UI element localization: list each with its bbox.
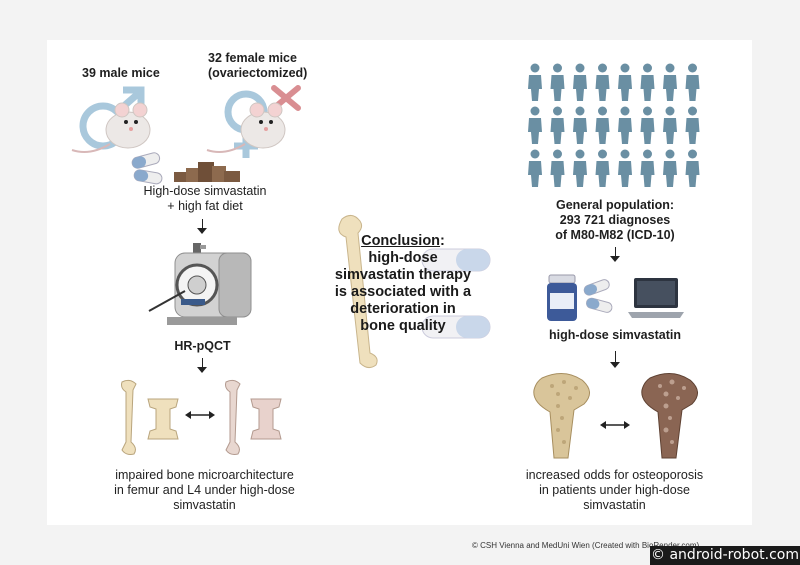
arrow-head bbox=[197, 367, 207, 373]
mice-result-label: impaired bone microarchitecture in femur… bbox=[114, 468, 295, 512]
treatment-label: High-dose simvastatin + high fat diet bbox=[143, 184, 267, 213]
person-icon bbox=[640, 149, 655, 187]
conclusion-colon: : bbox=[440, 233, 445, 249]
person-icon bbox=[528, 149, 542, 187]
person-icon bbox=[618, 106, 632, 144]
person-icon bbox=[528, 106, 542, 144]
vertebra-icon bbox=[147, 398, 179, 440]
person-icon bbox=[573, 149, 587, 187]
drug-label: high-dose simvastatin bbox=[549, 328, 681, 342]
femur-icon bbox=[121, 379, 137, 455]
arrow-down bbox=[615, 247, 616, 259]
conclusion-line: high-dose bbox=[368, 250, 438, 266]
conclusion-line: bone quality bbox=[360, 318, 446, 334]
person-icon bbox=[550, 63, 565, 101]
person-icon bbox=[663, 149, 677, 187]
female-mice-label: 32 female mice (ovariectomized) bbox=[208, 51, 308, 80]
mouse-icon bbox=[206, 102, 286, 153]
person-icon bbox=[640, 106, 655, 144]
double-arrow-icon bbox=[185, 411, 215, 419]
person-icon bbox=[573, 106, 587, 144]
conclusion-heading: Conclusion bbox=[361, 233, 441, 249]
conclusion-line: simvastatin therapy bbox=[334, 267, 472, 283]
person-icon bbox=[685, 63, 700, 101]
person-icon bbox=[550, 149, 565, 187]
pill-icon bbox=[421, 248, 491, 272]
person-icon bbox=[685, 106, 700, 144]
person-icon bbox=[595, 106, 610, 144]
laptop-icon bbox=[628, 278, 684, 318]
double-arrow-icon bbox=[600, 421, 630, 429]
femur-head-icon bbox=[533, 373, 590, 459]
femur-icon bbox=[225, 379, 241, 455]
person-icon bbox=[685, 149, 700, 187]
credit-text: © CSH Vienna and MedUni Wien (Created wi… bbox=[472, 541, 700, 550]
bone-icon bbox=[338, 215, 378, 369]
person-icon bbox=[618, 149, 632, 187]
food-pellets-icon bbox=[174, 162, 240, 182]
arrow-down bbox=[202, 358, 203, 369]
population-result-label: increased odds for osteoporosis in patie… bbox=[525, 468, 704, 512]
person-icon bbox=[663, 106, 677, 144]
pill-icon bbox=[131, 152, 163, 185]
conclusion-text: Conclusion: high-dose simvastatin therap… bbox=[318, 233, 488, 335]
femur-head-icon bbox=[641, 373, 698, 459]
arrow-down bbox=[202, 219, 203, 231]
mouse-icon bbox=[71, 102, 151, 153]
person-icon bbox=[528, 63, 542, 101]
arrow-head bbox=[610, 362, 620, 368]
arrow-head bbox=[197, 228, 207, 234]
person-icon bbox=[573, 63, 587, 101]
population-grid bbox=[528, 63, 700, 187]
arrow-down bbox=[615, 351, 616, 365]
person-icon bbox=[618, 63, 632, 101]
person-icon bbox=[595, 63, 610, 101]
population-label: General population: 293 721 diagnoses of… bbox=[555, 198, 675, 242]
vertebra-icon bbox=[250, 398, 282, 440]
conclusion-line: is associated with a bbox=[334, 284, 472, 300]
scanner-icon bbox=[148, 243, 252, 325]
person-icon bbox=[595, 149, 610, 187]
conclusion-line: deterioration in bbox=[350, 301, 456, 317]
arrow-head bbox=[610, 256, 620, 262]
watermark: © android-robot.com bbox=[650, 546, 800, 565]
male-mice-label: 39 male mice bbox=[82, 66, 160, 80]
pill-icon bbox=[421, 315, 491, 339]
person-icon bbox=[640, 63, 655, 101]
person-icon bbox=[550, 106, 565, 144]
person-icon bbox=[663, 63, 677, 101]
pill-icon bbox=[583, 279, 613, 313]
pill-bottle-icon bbox=[547, 274, 577, 321]
scanner-label: HR-pQCT bbox=[174, 339, 231, 353]
